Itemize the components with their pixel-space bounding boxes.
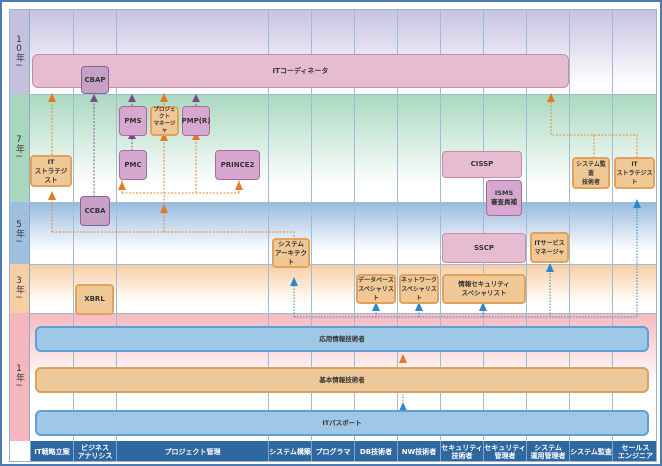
column-header-system-construction: システム構築 <box>268 441 311 461</box>
connector-audit-to-itc <box>550 98 638 158</box>
arrowhead <box>546 263 554 272</box>
box-cbap: CBAP <box>81 66 109 94</box>
column-header-security-manager: セキュリティ 管理者 <box>483 441 526 461</box>
box-prince2: PRINCE2 <box>215 150 260 180</box>
row-label-10y: 10年~ <box>10 10 30 94</box>
arrowhead <box>48 93 56 102</box>
column-divider <box>569 10 570 440</box>
column-header-programmer: プログラマ <box>311 441 354 461</box>
arrowhead <box>415 302 423 311</box>
connector-5y-line <box>51 198 295 238</box>
column-header-security-engineer: セキュリティ 技術者 <box>440 441 483 461</box>
column-divider <box>397 10 398 440</box>
purple-arrowheads <box>90 94 200 139</box>
arrowhead <box>547 93 555 102</box>
blue-connectors <box>293 205 638 410</box>
box-cissp: CISSP <box>442 151 522 178</box>
column-header-system-audit: システム監査 <box>569 441 612 461</box>
column-divider <box>311 10 312 440</box>
box-pmc: PMC <box>119 150 147 180</box>
arrowhead <box>479 302 487 311</box>
box-system-audit-engineer: システム監査 技術者 <box>572 157 610 189</box>
column-divider <box>268 10 269 440</box>
arrowhead <box>399 354 407 363</box>
box-system-architect: システム アーキテクト <box>272 238 310 268</box>
row-band-3y <box>10 264 656 313</box>
box-isms: ISMS 審査員補 <box>486 180 522 216</box>
column-header-business-analysis: ビジネス アナリシス <box>73 441 116 461</box>
column-header-nw-engineer: NW技術者 <box>397 441 440 461</box>
column-header-it-strategy: IT戦略立案 <box>30 441 73 461</box>
row-divider <box>10 313 656 314</box>
arrowhead <box>48 191 56 200</box>
box-xbrl: XBRL <box>75 284 114 315</box>
column-header-system-operations: システム 運用管理者 <box>526 441 569 461</box>
box-project-manager: プロジェクト マネージャ <box>150 106 179 136</box>
box-it-coordinator: ITコーディネータ <box>32 54 569 88</box>
arrowhead <box>372 302 380 311</box>
row-divider <box>10 94 656 95</box>
row-label-7y: 7年~ <box>10 94 30 202</box>
box-it-strategist-right: IT ストラテジスト <box>614 157 655 189</box>
box-applied-it-engineer: 応用情報技術者 <box>35 326 649 352</box>
column-header-sales-engineer: セールス エンジニア <box>612 441 656 461</box>
row-band-7y <box>10 94 656 202</box>
box-fundamental-it-engineer: 基本情報技術者 <box>35 367 649 393</box>
blue-arrowheads <box>290 199 641 411</box>
arrowhead <box>160 132 168 141</box>
column-divider <box>526 10 527 440</box>
career-map: 10年~ 7年~ 5年~ 3年~ 1年~ <box>9 9 657 462</box>
box-it-passport: ITパスポート <box>35 410 649 436</box>
row-label-3y: 3年~ <box>10 264 30 313</box>
arrowhead <box>290 277 298 286</box>
arrowhead <box>160 93 168 102</box>
column-divider <box>354 10 355 440</box>
column-divider <box>440 10 441 440</box>
box-db-specialist: データベース スペシャリスト <box>356 274 396 304</box>
arrowhead <box>128 94 136 102</box>
arrowhead <box>633 199 641 208</box>
box-sscp: SSCP <box>442 233 526 263</box>
box-ccba: CCBA <box>80 196 110 226</box>
arrowhead <box>118 181 126 190</box>
column-divider <box>116 10 117 440</box>
box-it-service-manager: ITサービス マネージャ <box>530 232 569 263</box>
arrowhead <box>399 402 407 411</box>
column-divider <box>612 10 613 440</box>
column-divider <box>73 10 74 440</box>
box-it-strategist-left: IT ストラテジスト <box>30 155 72 187</box>
box-infosec-specialist: 情報セキュリティ スペシャリスト <box>442 274 526 304</box>
column-header-project-management: プロジェクト管理 <box>116 441 268 461</box>
arrowhead <box>235 181 243 190</box>
arrowhead <box>90 94 98 102</box>
column-divider <box>483 10 484 440</box>
row-label-5y: 5年~ <box>10 202 30 264</box>
arrowhead <box>192 94 200 102</box>
arrowhead <box>160 204 168 213</box>
box-pms: PMS <box>119 106 147 136</box>
connector-applied-to-specialists <box>293 205 638 318</box>
row-divider <box>10 264 656 265</box>
box-pmp: PMP(R) <box>182 106 211 136</box>
box-nw-specialist: ネットワーク スペシャリスト <box>399 274 439 304</box>
column-header-db-engineer: DB技術者 <box>354 441 397 461</box>
row-divider <box>10 202 656 203</box>
row-label-1y: 1年~ <box>10 313 30 441</box>
